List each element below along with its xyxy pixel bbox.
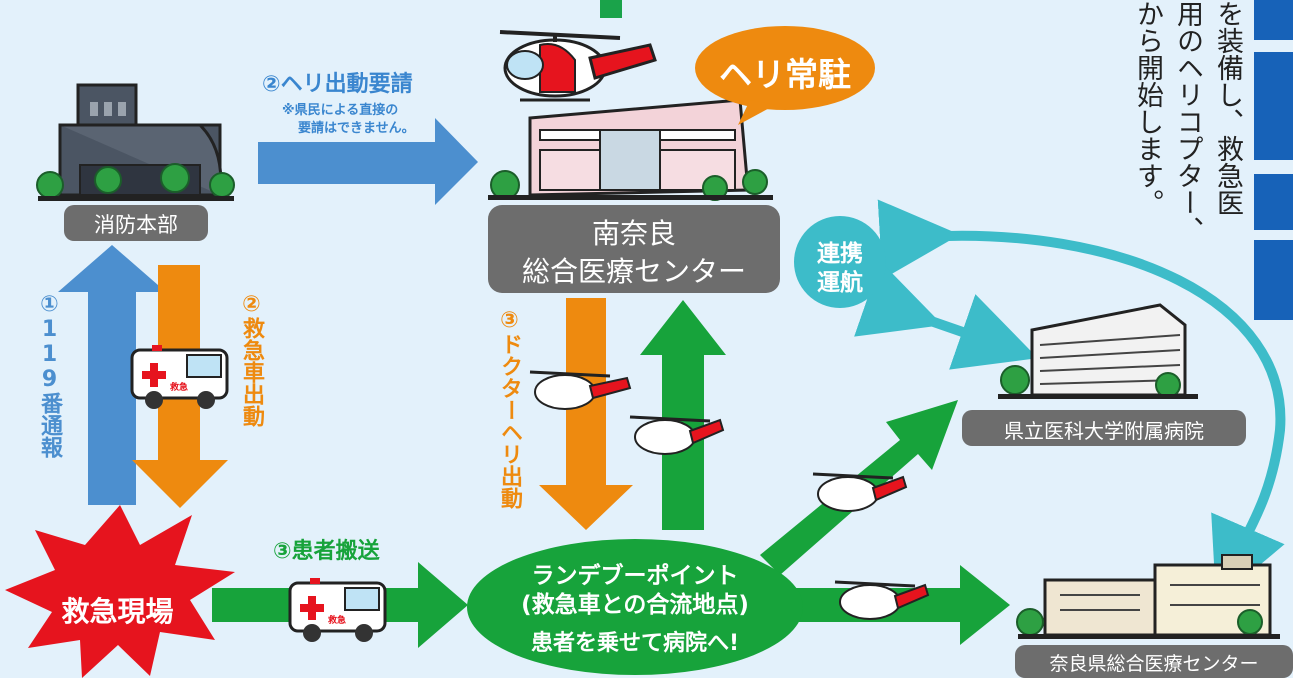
- nara-general-label-bg: [1015, 645, 1293, 678]
- ambulance-dispatch-label: ②救急車出動: [239, 292, 264, 427]
- nara-general-building-icon: [1016, 554, 1280, 639]
- south-nara-label-bg: [488, 205, 780, 293]
- south-nara-hospital-icon: [488, 98, 773, 201]
- doctor-heli-dispatch-arrow: [539, 298, 633, 530]
- rendezvous-ellipse: [467, 539, 803, 675]
- south-nara-label-line1: 南奈良: [591, 217, 676, 250]
- doctor-heli-dispatch-label: ③ドクターヘリ出動: [497, 308, 522, 509]
- call-119-arrow: [58, 245, 166, 505]
- helicopter-small-icon-4: [834, 580, 930, 620]
- ambulance-icon-vertical: [130, 345, 229, 409]
- ambulance-text-horizontal: 救急: [328, 616, 347, 626]
- call-119-label: ①119番通報: [37, 292, 62, 458]
- helicopter-small-icon-2: [629, 415, 725, 455]
- heli-stationed-label: ヘリ常駐: [719, 55, 851, 94]
- emergency-scene-starburst: [5, 505, 235, 678]
- heli-request-label: ②ヘリ出動要請: [262, 72, 413, 97]
- nara-general-label: 奈良県総合医療センター: [1049, 653, 1259, 675]
- heli-request-note-line1: ※県民による直接の: [282, 103, 399, 118]
- emergency-scene-label: 救急現場: [61, 595, 174, 628]
- joint-ops-curve: [877, 199, 1286, 602]
- med-univ-label: 県立医科大学附属病院: [1004, 419, 1204, 443]
- fire-hq-label-bg: [64, 205, 208, 241]
- med-univ-building-icon: [998, 303, 1198, 399]
- helicopter-small-icon-1: [529, 370, 632, 410]
- rendezvous-label-line1: ランデブーポイント: [531, 563, 739, 589]
- south-nara-label-line2: 総合医療センター: [521, 255, 746, 288]
- helicopter-top-icon: [499, 30, 657, 102]
- side-text-col1: を装備し、救急医: [1212, 0, 1243, 216]
- fire-hq-label: 消防本部: [94, 213, 178, 237]
- ambulance-text-vertical: 救急: [170, 383, 189, 393]
- joint-ops-link: [854, 261, 1038, 370]
- green-up-arrow: [640, 300, 726, 530]
- patient-transport-label: ③患者搬送: [273, 539, 380, 564]
- joint-ops-circle: [794, 216, 886, 308]
- ambulance-icon-horizontal: [288, 578, 387, 642]
- side-text-col2: 用のヘリコプター、: [1172, 0, 1203, 243]
- helicopter-small-icon-3: [812, 472, 908, 512]
- side-text-col3: から開始します。: [1132, 0, 1163, 216]
- joint-ops-label-line1: 連携: [817, 241, 863, 267]
- fire-hq-building-icon: [36, 83, 235, 201]
- rendezvous-label-line3: 患者を乗せて病院へ!: [530, 631, 740, 656]
- rendezvous-label-line2: (救急車との合流地点): [521, 592, 749, 618]
- title-fragment-green: [600, 0, 622, 18]
- joint-ops-label-line2: 運航: [817, 270, 863, 296]
- heli-stationed-bubble: [695, 26, 875, 125]
- heli-request-note-line2: 要請はできません。: [298, 121, 415, 136]
- heli-request-arrow: [258, 118, 478, 205]
